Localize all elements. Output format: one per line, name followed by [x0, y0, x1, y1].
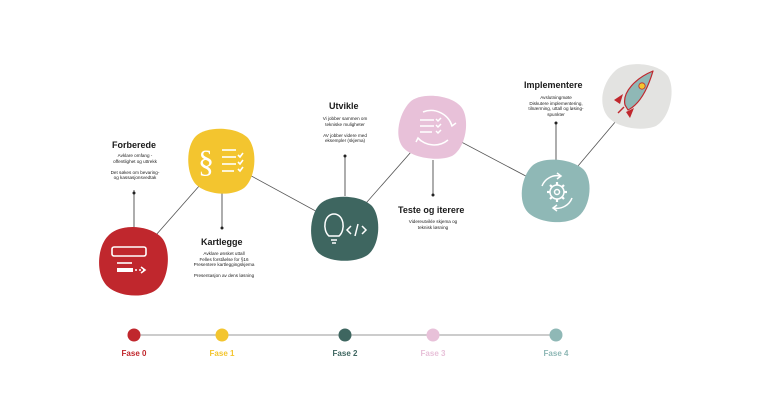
step-title-utvikle: Utvikle — [329, 101, 359, 111]
step-title-kartlegge: Kartlegge — [201, 237, 243, 247]
step-desc-forberede: Avklare omfang -offentlighet og uttrekk … — [98, 153, 172, 181]
timeline-dot-fase-4 — [550, 329, 563, 342]
timeline-dot-fase-3 — [427, 329, 440, 342]
step-forberede-blob — [99, 227, 168, 296]
step-teste-blob — [398, 96, 466, 159]
phase-label-3: Fase 3 — [421, 349, 446, 358]
step-title-implementere: Implementere — [524, 80, 583, 90]
phase-label-2: Fase 2 — [333, 349, 358, 358]
timeline-dot-fase-2 — [339, 329, 352, 342]
svg-text:§: § — [198, 143, 214, 179]
phase-label-4: Fase 4 — [544, 349, 569, 358]
timeline-dot-fase-0 — [128, 329, 141, 342]
step-title-forberede: Forberede — [112, 140, 156, 150]
step-utvikle-blob — [311, 197, 378, 261]
step-title-teste: Teste og iterere — [398, 205, 464, 215]
phase-label-1: Fase 1 — [210, 349, 235, 358]
step-launch-blob — [602, 64, 671, 129]
step-implementere-blob — [522, 160, 590, 223]
step-kartlegge-blob: § — [188, 129, 254, 194]
phase-label-0: Fase 0 — [122, 349, 147, 358]
timeline-dot-fase-1 — [216, 329, 229, 342]
